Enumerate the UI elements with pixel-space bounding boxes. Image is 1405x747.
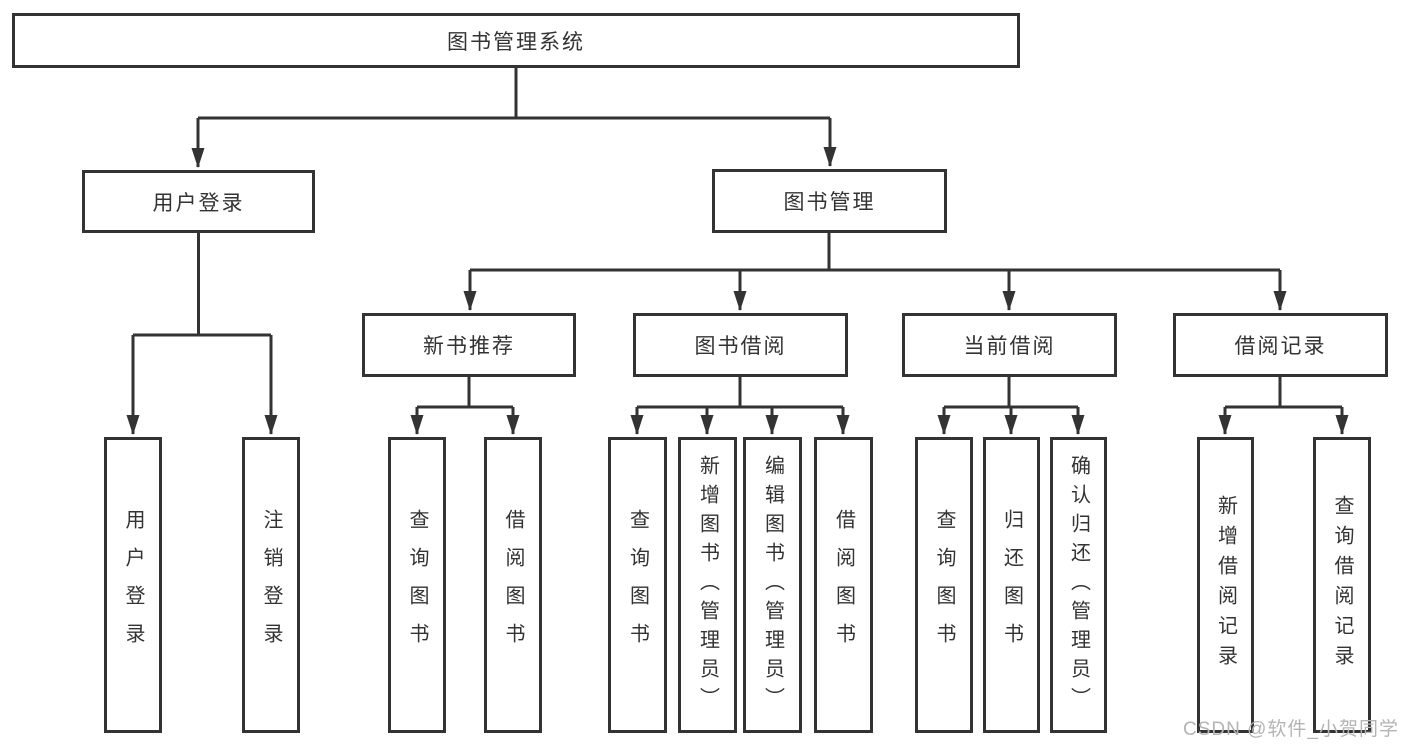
node-label: 归还图书: [1000, 509, 1023, 661]
node-label: 查询图书: [626, 509, 649, 661]
node-label: 确认归还（管理员）: [1067, 454, 1090, 716]
leaf-query-borrow-record: 查询借阅记录: [1313, 437, 1371, 733]
node-label: 查询图书: [933, 509, 955, 661]
leaf-logout-login: 注销登录: [242, 437, 300, 733]
node-current-borrowing: 当前借阅: [902, 313, 1117, 377]
leaf-recommend-borrow-books: 借阅图书: [484, 437, 542, 733]
node-label: 当前借阅: [963, 335, 1056, 358]
node-label: 新增图书（管理员）: [696, 454, 719, 716]
node-label: 查询图书: [406, 509, 428, 661]
leaf-recommend-query-books: 查询图书: [388, 437, 446, 733]
node-label: 编辑图书（管理员）: [761, 454, 784, 716]
node-label: 新书推荐: [423, 335, 515, 358]
node-label: 图书管理: [783, 191, 876, 214]
leaf-confirm-return-admin: 确认归还（管理员）: [1050, 437, 1107, 733]
node-label: 用户登录: [122, 509, 144, 661]
node-new-book-recommend: 新书推荐: [362, 313, 576, 377]
leaf-edit-books-admin: 编辑图书（管理员）: [743, 437, 802, 733]
node-borrowing-records: 借阅记录: [1173, 313, 1388, 377]
node-book-management: 图书管理: [712, 169, 947, 233]
leaf-borrowing-borrow-books: 借阅图书: [814, 437, 873, 733]
node-label: 借阅图书: [502, 509, 524, 661]
node-label: 新增借阅记录: [1214, 495, 1237, 675]
node-label: 图书借阅: [694, 335, 787, 358]
node-label: 查询借阅记录: [1331, 495, 1353, 675]
node-label: 借阅图书: [832, 509, 855, 661]
node-label: 借阅记录: [1234, 335, 1327, 358]
node-label: 注销登录: [260, 509, 282, 661]
node-book-borrowing: 图书借阅: [633, 313, 848, 377]
node-user-login: 用户登录: [82, 170, 315, 233]
node-label: 用户登录: [152, 191, 245, 215]
node-label: 图书管理系统: [447, 30, 585, 54]
leaf-current-query-books: 查询图书: [915, 437, 973, 733]
node-root-library-system: 图书管理系统: [12, 13, 1020, 68]
leaf-return-books: 归还图书: [983, 437, 1040, 733]
leaf-add-borrow-record: 新增借阅记录: [1197, 437, 1254, 733]
csdn-watermark: CSDN @软件_小贺同学: [1183, 719, 1399, 740]
leaf-add-books-admin: 新增图书（管理员）: [678, 437, 737, 733]
leaf-user-login: 用户登录: [104, 437, 162, 733]
leaf-borrowing-query-books: 查询图书: [608, 437, 667, 733]
